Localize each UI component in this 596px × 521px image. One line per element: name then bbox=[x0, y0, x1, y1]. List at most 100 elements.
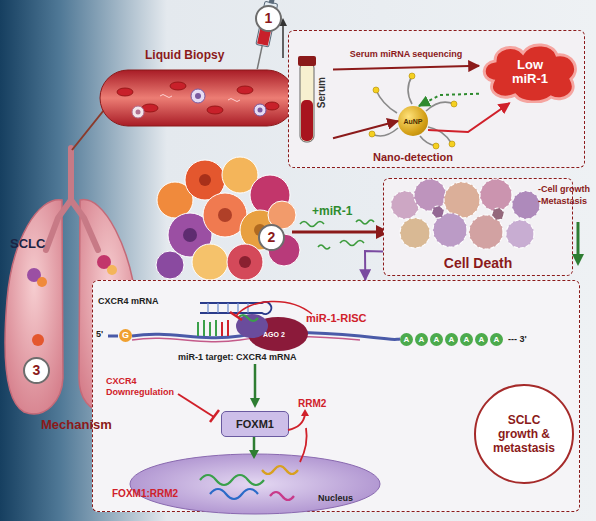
illustration-circle bbox=[195, 93, 201, 99]
polya-base: A bbox=[475, 333, 488, 346]
illustration-circle bbox=[480, 179, 512, 211]
illustration-circle bbox=[27, 268, 41, 282]
mrna-strand bbox=[108, 332, 400, 342]
polya-base: A bbox=[415, 333, 428, 346]
node-text: Low miR-1 bbox=[502, 58, 558, 86]
illustration-circle bbox=[199, 174, 211, 186]
gene-label: RRM2 bbox=[298, 398, 326, 409]
complex-label: miR-1-RISC bbox=[306, 312, 367, 324]
illustration-path bbox=[238, 315, 258, 321]
dead-cell-cluster bbox=[391, 179, 540, 249]
connector-label: Serum miRNA sequencing bbox=[350, 49, 463, 59]
illustration-path bbox=[428, 127, 452, 144]
illustration-circle bbox=[433, 143, 439, 149]
illustration-line bbox=[253, 437, 256, 452]
illustration-circle bbox=[414, 179, 446, 211]
tumor-cluster bbox=[156, 157, 300, 280]
illustration-circle bbox=[469, 215, 503, 249]
cap-base: G bbox=[119, 329, 132, 342]
treatment-label: +miR-1 bbox=[312, 204, 352, 218]
illustration-path bbox=[372, 128, 398, 136]
effect-label: -Metastasis bbox=[538, 196, 587, 206]
illustration-ellipse bbox=[248, 317, 308, 351]
connector-arrow bbox=[419, 94, 479, 106]
effect-arrow bbox=[572, 222, 584, 266]
serum-tube-node: Serum bbox=[297, 59, 333, 147]
complex-label: FOXM1:RRM2 bbox=[112, 488, 178, 499]
illustration-path bbox=[132, 336, 360, 342]
illustration-ellipse bbox=[207, 106, 223, 114]
effect-label: -Cell growth bbox=[538, 184, 590, 194]
mirna-hairpin bbox=[200, 302, 271, 314]
illustration-path bbox=[301, 409, 309, 416]
illustration-circle bbox=[444, 182, 480, 218]
illustration-circle bbox=[373, 87, 379, 93]
illustration-circle bbox=[222, 157, 258, 193]
nucleus-shape bbox=[130, 454, 380, 514]
blood-vessel bbox=[100, 70, 295, 126]
illustration-path bbox=[300, 220, 374, 249]
illustration-circle bbox=[191, 89, 205, 103]
illustration-circle bbox=[400, 218, 430, 248]
protein-box: FOXM1 bbox=[221, 411, 289, 437]
illustration-path bbox=[108, 332, 400, 339]
illustration-circle bbox=[136, 110, 141, 115]
polya-base: A bbox=[490, 333, 503, 346]
node-subtext: Mechanism bbox=[41, 417, 112, 432]
illustration-path bbox=[262, 466, 298, 474]
illustration-circle bbox=[203, 193, 247, 237]
protein-structure bbox=[200, 466, 298, 500]
repression-bar bbox=[230, 312, 242, 320]
dna-probe-strands bbox=[372, 76, 454, 146]
illustration-rect bbox=[300, 62, 314, 142]
illustration-circle bbox=[227, 244, 263, 280]
illustration-path bbox=[198, 320, 216, 336]
illustration-circle bbox=[157, 182, 193, 218]
node-text: FOXM1 bbox=[236, 418, 274, 430]
organ-label: SCLC bbox=[10, 236, 45, 251]
illustration-line bbox=[292, 231, 378, 234]
illustration-line bbox=[210, 410, 219, 422]
illustration-ellipse bbox=[265, 102, 279, 110]
illustration-circle bbox=[451, 101, 457, 107]
illustration-line bbox=[257, 46, 262, 69]
biopsy-line bbox=[72, 100, 112, 150]
illustration-circle bbox=[449, 141, 455, 147]
nuclear-arrow bbox=[249, 437, 259, 459]
illustration-circle bbox=[432, 206, 444, 218]
illustration-line bbox=[254, 364, 257, 400]
illustration-circle bbox=[506, 220, 534, 248]
connector-arrow bbox=[365, 251, 383, 280]
step-label: Liquid Biopsy bbox=[145, 48, 224, 62]
illustration-ellipse bbox=[237, 86, 253, 94]
illustration-circle bbox=[168, 213, 212, 257]
illustration-circle bbox=[391, 191, 419, 219]
polya-base: A bbox=[430, 333, 443, 346]
risc-complex bbox=[198, 314, 308, 351]
inhibition-line bbox=[178, 394, 219, 422]
outcome-circle: SCLC growth & metastasis bbox=[474, 384, 574, 484]
polya-base: A bbox=[445, 333, 458, 346]
illustration-circle bbox=[32, 334, 44, 346]
illustration-circle bbox=[239, 256, 251, 268]
connector-arrow bbox=[333, 121, 398, 138]
downstream-arrow bbox=[250, 364, 260, 408]
illustration-circle bbox=[369, 131, 375, 137]
illustration-path bbox=[5, 200, 63, 414]
illustration-path bbox=[160, 95, 240, 102]
node-text: Serum bbox=[316, 77, 327, 108]
illustration-circle bbox=[107, 265, 117, 275]
cloud-outline bbox=[484, 45, 575, 102]
illustration-circle bbox=[185, 160, 225, 200]
illustration-circle bbox=[183, 228, 197, 242]
illustration-rect bbox=[269, 0, 276, 4]
illustration-circle bbox=[218, 208, 232, 222]
effect-label: CXCR4 Downregulation bbox=[106, 376, 181, 398]
serum-tube bbox=[298, 56, 316, 142]
illustration-path bbox=[572, 254, 584, 266]
illustration-circle bbox=[37, 277, 47, 287]
polya-base: A bbox=[460, 333, 473, 346]
illustration-ellipse bbox=[117, 88, 133, 96]
